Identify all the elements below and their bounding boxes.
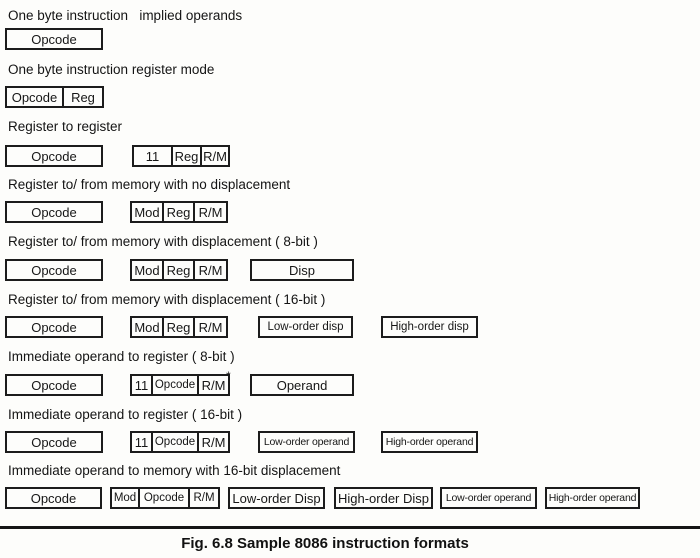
- eleven-opcode-rm-box: 11 Opcode R/M: [130, 374, 230, 396]
- low-order-disp-box: Low-order Disp: [228, 487, 325, 509]
- reg-cell: Reg: [164, 318, 195, 336]
- opcode-box: Opcode: [5, 201, 103, 223]
- opcode-cell: Opcode: [31, 31, 77, 47]
- disp-cell: Disp: [288, 262, 315, 278]
- format-label-memory-disp8: Register to/ from memory with displaceme…: [8, 234, 318, 249]
- operand-cell: Operand: [276, 377, 328, 393]
- mod-opcode-rm-box: Mod Opcode R/M: [110, 487, 220, 509]
- opcode-cell: Opcode: [140, 489, 190, 507]
- high-order-operand-cell: High-order operand: [385, 436, 474, 448]
- figure-caption: Fig. 6.8 Sample 8086 instruction formats: [181, 535, 469, 552]
- rm-cell: R/M: [193, 492, 215, 504]
- high-order-disp-cell: High-order disp: [390, 321, 469, 333]
- rm-cell: R/M: [201, 377, 226, 393]
- low-order-disp-box: Low-order disp: [258, 316, 353, 338]
- reg-cell: Reg: [164, 261, 195, 279]
- high-order-operand-box: High-order operand: [381, 431, 478, 453]
- format-label-immediate-reg8: Immediate operand to register ( 8-bit ): [8, 349, 235, 364]
- format-label-memory-no-disp: Register to/ from memory with no displac…: [8, 177, 291, 192]
- low-order-disp-cell: Low-order Disp: [232, 490, 321, 506]
- high-order-disp-box: High-order disp: [381, 316, 478, 338]
- mode-11-cell: 11: [134, 147, 173, 165]
- high-order-operand-box: High-order operand: [545, 487, 640, 509]
- format-label-register-to-register: Register to register: [8, 119, 123, 134]
- opcode-cell: Opcode: [7, 88, 64, 106]
- opcode-box: Opcode: [5, 259, 103, 281]
- opcode-box: Opcode: [5, 145, 103, 167]
- opcode-box: Opcode: [5, 431, 103, 453]
- low-order-operand-box: Low-order operand: [258, 431, 355, 453]
- high-order-operand-cell: High-order operand: [548, 492, 637, 504]
- high-order-disp-cell: High-order Disp: [337, 490, 430, 506]
- mod-reg-rm-box: Mod Reg R/M: [130, 316, 228, 338]
- mod-reg-rm-box: Mod Reg R/M: [130, 259, 228, 281]
- opcode-box: Opcode: [5, 316, 103, 338]
- reg-cell: Reg: [164, 203, 195, 221]
- rm-cell: R/M: [198, 262, 223, 278]
- operand-box: Operand: [250, 374, 354, 396]
- opcode-box: Opcode: [5, 487, 102, 509]
- opcode-cell: Opcode: [30, 490, 77, 506]
- mod-cell: Mod: [112, 489, 140, 507]
- opcode-cell: Opcode: [31, 262, 77, 278]
- rm-cell: R/M: [198, 319, 223, 335]
- separator-line: [0, 526, 700, 529]
- mode-11-cell: 11: [132, 433, 153, 451]
- low-order-operand-cell: Low-order operand: [263, 436, 350, 448]
- reg-cell: Reg: [71, 89, 95, 105]
- opcode-cell: Opcode: [31, 148, 77, 164]
- opcode-box: Opcode: [5, 374, 103, 396]
- format-label-memory-disp16: Register to/ from memory with displaceme…: [8, 292, 326, 307]
- asterisk-mark: *: [226, 369, 231, 383]
- rm-cell: R/M: [203, 148, 227, 164]
- format-label-implied-operands: One byte instruction implied operands: [8, 8, 243, 23]
- opcode-cell: Opcode: [31, 377, 77, 393]
- mode-11-cell: 11: [132, 376, 153, 394]
- format-label-immediate-memory: Immediate operand to memory with 16-bit …: [8, 463, 341, 478]
- format-label-register-mode: One byte instruction register mode: [8, 62, 215, 77]
- eleven-reg-rm-box: 11 Reg R/M: [132, 145, 230, 167]
- mod-cell: Mod: [132, 318, 164, 336]
- opcode-cell: Opcode: [31, 434, 77, 450]
- reg-cell: Reg: [173, 147, 202, 165]
- low-order-disp-cell: Low-order disp: [267, 321, 344, 333]
- mod-cell: Mod: [132, 203, 164, 221]
- opcode-cell: Opcode: [31, 319, 77, 335]
- opcode-cell: Opcode: [31, 204, 77, 220]
- opcode-reg-box: Opcode Reg: [5, 86, 104, 108]
- opcode-cell: Opcode: [153, 433, 199, 451]
- mod-reg-rm-box: Mod Reg R/M: [130, 201, 228, 223]
- mod-cell: Mod: [132, 261, 164, 279]
- low-order-operand-cell: Low-order operand: [445, 492, 532, 504]
- rm-cell: R/M: [201, 434, 226, 450]
- rm-cell: R/M: [198, 204, 223, 220]
- low-order-operand-box: Low-order operand: [440, 487, 537, 509]
- format-label-immediate-reg16: Immediate operand to register ( 16-bit ): [8, 407, 243, 422]
- eleven-opcode-rm-box: 11 Opcode R/M: [130, 431, 230, 453]
- opcode-box: Opcode: [5, 28, 103, 50]
- disp-box: Disp: [250, 259, 354, 281]
- high-order-disp-box: High-order Disp: [334, 487, 433, 509]
- opcode-cell: Opcode: [153, 376, 199, 394]
